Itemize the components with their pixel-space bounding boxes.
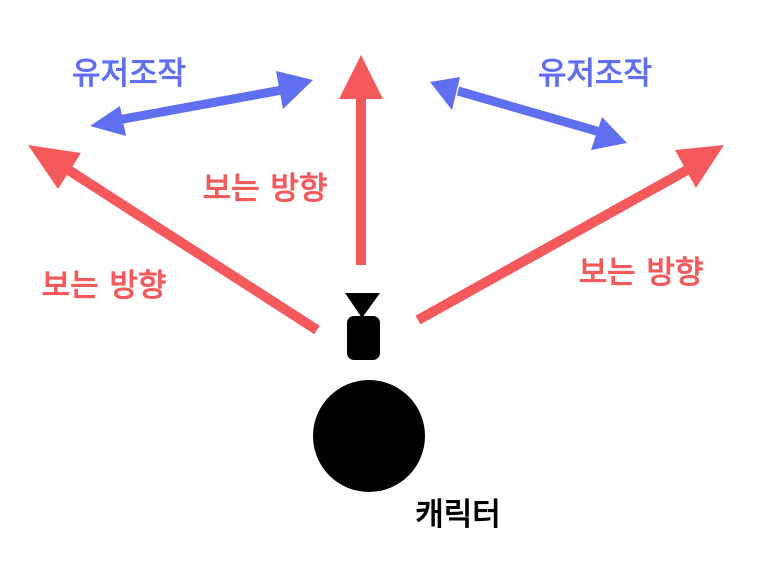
user-arrow-right-head-b [591, 117, 627, 150]
label-user-control-right: 유저조작 [538, 56, 652, 92]
view-direction-arrows [28, 55, 724, 335]
user-arrow-left-head-b [276, 71, 313, 109]
character-head-block [347, 316, 380, 360]
user-control-arrows [90, 71, 627, 150]
view-arrow-right-head [675, 145, 724, 188]
user-arrow-left-shaft [117, 85, 283, 125]
label-view-direction-left: 보는 방향 [42, 268, 167, 304]
character-nose-triangle [345, 293, 380, 318]
user-arrow-left-head-a [90, 106, 126, 136]
view-arrow-center-head [339, 55, 383, 99]
label-character: 캐릭터 [415, 497, 501, 533]
character-figure [313, 293, 425, 492]
view-arrow-right-shaft [415, 164, 692, 325]
label-view-direction-right: 보는 방향 [579, 255, 704, 291]
label-view-direction-center: 보는 방향 [203, 171, 328, 207]
label-user-control-left: 유저조작 [72, 56, 186, 92]
user-arrow-right-shaft [456, 86, 602, 137]
view-arrow-left-head [28, 145, 81, 189]
user-arrow-right-head-a [430, 77, 460, 110]
character-body-circle [313, 380, 425, 492]
view-arrow-left-shaft [64, 164, 320, 335]
